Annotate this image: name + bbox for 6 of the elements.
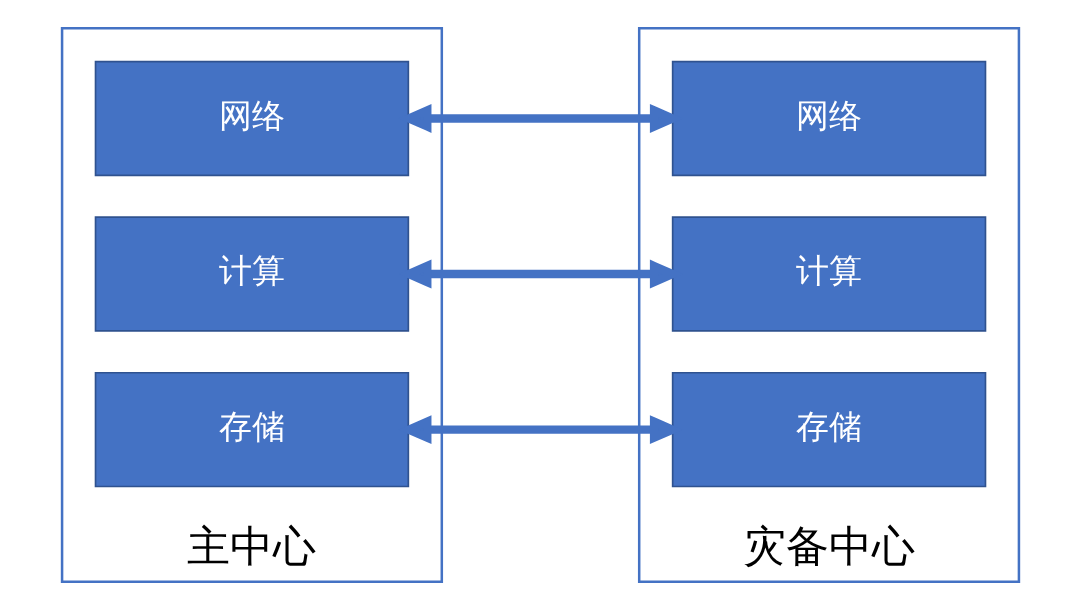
node-box: 计算 [94, 216, 409, 332]
node-box: 网络 [94, 60, 409, 177]
node-box: 存储 [671, 371, 986, 488]
node-box: 存储 [94, 371, 409, 488]
node-box: 计算 [671, 216, 986, 332]
node-box: 网络 [671, 60, 986, 177]
